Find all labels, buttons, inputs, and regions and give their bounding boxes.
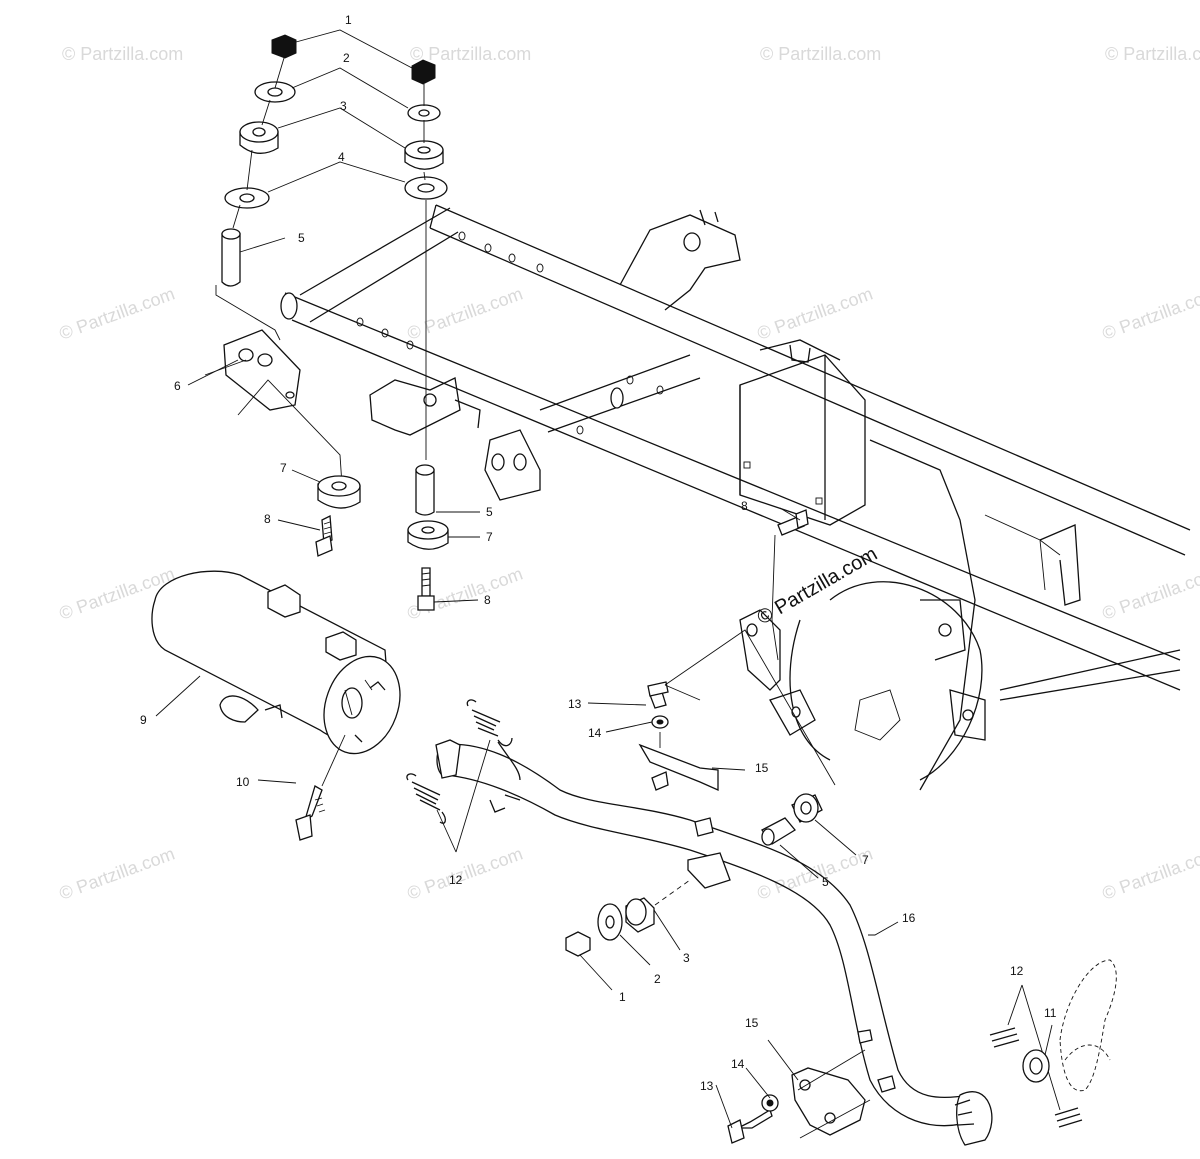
watermark-layer: © Partzilla.com © Partzilla.com © Partzi… [57,44,1200,904]
watermark-logo: © Partzilla.com [754,543,882,629]
callout-label: 5 [298,231,305,245]
callout-label: 16 [902,911,916,925]
callout-label: 7 [486,530,493,544]
muffler [151,570,401,755]
callout-label: 3 [340,99,347,113]
pipe-bracket-upper [638,629,836,846]
mount-hardware-left [204,34,361,557]
watermark: © Partzilla.com [760,44,881,64]
callout-label: 8 [264,512,271,526]
frame-assembly [280,204,1191,791]
callout-label: 5 [486,505,493,519]
muffler-bolt [295,734,346,841]
watermark: © Partzilla.com [755,843,876,903]
callout-label: 12 [449,873,463,887]
watermark: © Partzilla.com [1100,563,1200,623]
callout-label: 6 [174,379,181,393]
mount-hardware-right [404,59,449,611]
callout-label: 14 [588,726,602,740]
pipe-mount-hardware [565,879,691,957]
callout-label: 8 [484,593,491,607]
watermark: © Partzilla.com [405,843,526,903]
callout-label: 14 [731,1057,745,1071]
callout-labels: 1 2 3 4 5 6 7 8 5 7 8 8 9 10 12 13 14 15… [140,13,1057,1093]
watermark: © Partzilla.com [1105,44,1200,64]
callout-label: 5 [822,875,829,889]
exhaust-gasket [1022,959,1117,1092]
watermark: © Partzilla.com [405,283,526,343]
callout-label: 1 [619,990,626,1004]
watermark: © Partzilla.com [1100,843,1200,903]
callout-label: 11 [1044,1006,1057,1020]
frame-bolt [771,509,809,661]
callout-label: 7 [862,853,869,867]
watermark: © Partzilla.com [57,283,178,343]
exhaust-springs [406,699,1083,1128]
callout-label: 3 [683,951,690,965]
callout-label: 1 [345,13,352,27]
callout-label: 2 [343,51,350,65]
watermark: © Partzilla.com [62,44,183,64]
watermark: © Partzilla.com [410,44,531,64]
callout-label: 13 [700,1079,714,1093]
callout-leaders [155,29,1053,1129]
pipe-bracket-lower [727,1049,871,1144]
watermark: © Partzilla.com [755,283,876,343]
callout-label: 4 [338,150,345,164]
watermark: © Partzilla.com [1100,283,1200,343]
callout-label: 2 [654,972,661,986]
callout-label: 15 [745,1016,759,1030]
callout-label: 15 [755,761,769,775]
callout-label: 8 [741,499,748,513]
watermark: © Partzilla.com [57,843,178,903]
exhaust-head-pipe [435,739,993,1146]
callout-label: 10 [236,775,250,789]
callout-label: 13 [568,697,582,711]
callout-label: 7 [280,461,287,475]
callout-label: 9 [140,713,147,727]
callout-label: 12 [1010,964,1024,978]
